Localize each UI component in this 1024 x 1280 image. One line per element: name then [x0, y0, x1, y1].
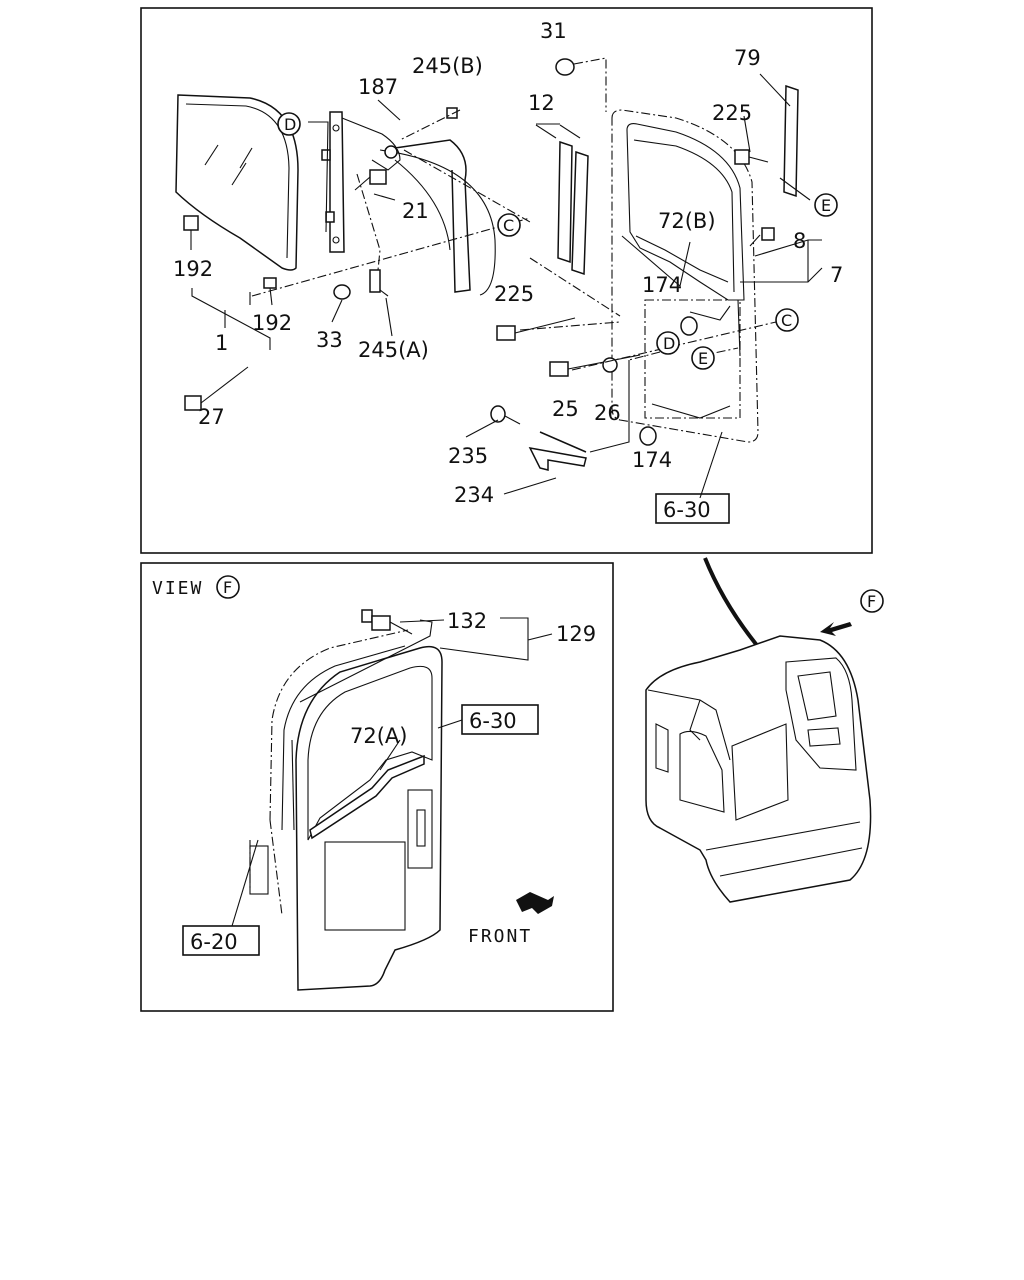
callout-f-cab: F: [860, 589, 884, 613]
svg-text:F: F: [867, 592, 876, 611]
label-21: 21: [402, 199, 429, 223]
part-8-clip: [761, 227, 775, 241]
label-33: 33: [316, 328, 343, 352]
label-72b: 72(B): [658, 209, 716, 233]
part-12-run-channel: [557, 140, 589, 276]
ref-6-30-top: 6-30: [663, 498, 711, 522]
label-245a: 245(A): [358, 338, 429, 362]
callout-e-right: E: [814, 193, 838, 217]
svg-text:E: E: [698, 349, 708, 368]
view-leader-lines: [399, 617, 553, 661]
svg-text:D: D: [663, 334, 675, 353]
label-235: 235: [448, 444, 488, 468]
label-12: 12: [528, 91, 555, 115]
label-7: 7: [830, 263, 843, 287]
part-31-cap: [555, 58, 575, 76]
ref-box-6-30-view: [461, 704, 539, 735]
part-174-plug-lower: [639, 426, 657, 446]
label-129: 129: [556, 622, 596, 646]
view-direction-arrow-icon: [820, 622, 852, 636]
svg-text:C: C: [503, 216, 514, 235]
svg-text:C: C: [781, 311, 792, 330]
top-leader-lines: [251, 57, 811, 499]
top-panel-frame: [140, 7, 873, 554]
callout-d-left: D: [277, 112, 301, 136]
part-26-nut: [602, 357, 618, 373]
label-front: FRONT: [468, 926, 532, 947]
part-245b-nut: [446, 107, 458, 119]
label-25: 25: [552, 397, 579, 421]
callout-d-mid: D: [656, 331, 680, 355]
callout-f-view: F: [216, 575, 240, 599]
door-window-glass: [175, 94, 299, 271]
part-33-knob: [333, 284, 351, 300]
label-225-upper: 225: [712, 101, 752, 125]
label-26: 26: [594, 401, 621, 425]
door-inner-panel: [611, 109, 759, 443]
label-187: 187: [358, 75, 398, 99]
svg-text:D: D: [284, 115, 296, 134]
front-direction-arrow-icon: [516, 892, 554, 914]
ref-6-20: 6-20: [190, 930, 238, 954]
label-192-right: 192: [252, 311, 292, 335]
ref-box-6-30-top: [655, 493, 730, 524]
window-regulator: [321, 111, 496, 296]
label-8: 8: [793, 229, 806, 253]
label-27: 27: [198, 405, 225, 429]
svg-text:E: E: [821, 196, 831, 215]
label-79: 79: [734, 46, 761, 70]
label-225-lower: 225: [494, 282, 534, 306]
label-1: 1: [215, 331, 228, 355]
truck-cab-view: [645, 635, 872, 903]
door-pocket: [407, 789, 433, 869]
label-31: 31: [540, 19, 567, 43]
label-234: 234: [454, 483, 494, 507]
part-235-bolt: [490, 405, 521, 425]
label-132: 132: [447, 609, 487, 633]
bracket-lines: [191, 239, 823, 350]
callout-c-mid: C: [497, 213, 521, 237]
label-72a: 72(A): [350, 724, 407, 748]
part-132-grommet: [361, 609, 413, 635]
part-225-bolt-upper: [734, 149, 769, 165]
door-lower-panel: [324, 841, 406, 931]
label-245b: 245(B): [412, 54, 483, 78]
part-79-weatherstrip: [783, 84, 799, 198]
ref-6-30-view: 6-30: [469, 709, 517, 733]
part-27-bolt: [184, 366, 249, 411]
label-174-lower: 174: [632, 448, 672, 472]
door-inner-opening: [644, 299, 741, 419]
part-225-bolt-lower: [496, 317, 576, 341]
callout-e-mid: E: [691, 346, 715, 370]
part-234-bracket: [528, 431, 587, 471]
part-245a-screw: [369, 269, 389, 297]
ref-box-6-20: [182, 925, 260, 956]
view-f-panel-frame: [140, 562, 614, 1012]
part-72a-weatherstrip: [309, 754, 425, 840]
door-outer-panel: [249, 629, 443, 991]
callout-c-right: C: [775, 308, 799, 332]
view-title: VIEW: [152, 578, 203, 599]
part-25-bolt: [549, 354, 641, 377]
glass-clip-192-upper: [183, 215, 199, 250]
svg-text:F: F: [223, 578, 232, 597]
part-174-plug-upper: [680, 316, 698, 336]
label-174-upper: 174: [642, 273, 682, 297]
label-192-left: 192: [173, 257, 213, 281]
